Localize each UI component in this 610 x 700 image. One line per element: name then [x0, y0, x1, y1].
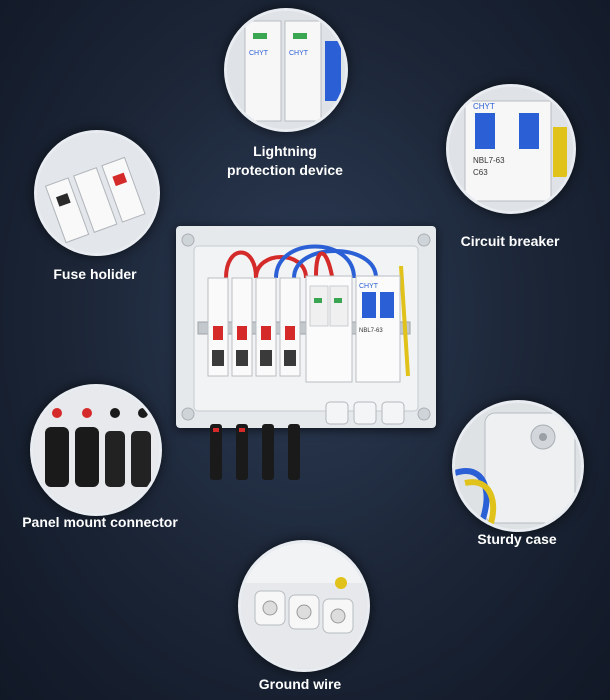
label-panel-connector: Panel mount connector	[22, 514, 178, 530]
sturdy-case-photo	[452, 400, 584, 532]
red-wire	[254, 255, 308, 279]
mount-hole	[417, 407, 431, 421]
label-ground-wire: Ground wire	[258, 676, 342, 692]
red-wire	[314, 251, 334, 277]
breaker-brand: CHYT	[359, 283, 379, 290]
fuse-holders	[207, 277, 301, 377]
circuit-breaker-photo: CHYT NBL7-63 C63	[446, 84, 576, 214]
label-sturdy-case: Sturdy case	[477, 531, 557, 547]
breaker-rating: C63	[473, 168, 488, 177]
panel-connectors	[210, 424, 300, 480]
combiner-box: CHYT NBL7-63	[176, 226, 436, 428]
breaker-model: NBL7-63	[359, 328, 383, 334]
breaker-model: NBL7-63	[473, 156, 505, 165]
label-lightning-protection: Lightning protection device	[227, 143, 343, 178]
surge-brand: CHYT	[249, 50, 269, 57]
fuse-holder-photo	[34, 130, 160, 256]
combiner-box-interior: CHYT NBL7-63	[181, 233, 431, 425]
breaker-brand: CHYT	[473, 102, 495, 111]
lightning-protection-photo: CHYT CHYT	[224, 8, 348, 132]
blue-wire	[274, 244, 356, 279]
label-fuse-holder: Fuse holider	[53, 266, 137, 282]
red-wire	[224, 250, 258, 279]
panel-connector-photo	[30, 384, 162, 516]
blue-wire	[292, 249, 378, 279]
mount-hole	[181, 407, 195, 421]
cable-glands	[325, 401, 405, 425]
surge-protector	[305, 275, 353, 383]
mount-hole	[181, 233, 195, 247]
ground-wire	[399, 265, 410, 377]
circuit-breaker: CHYT NBL7-63	[355, 275, 401, 383]
ground-wire-photo	[238, 540, 370, 672]
surge-brand: CHYT	[289, 50, 309, 57]
label-circuit-breaker: Circuit breaker	[460, 233, 560, 249]
mount-hole	[417, 233, 431, 247]
